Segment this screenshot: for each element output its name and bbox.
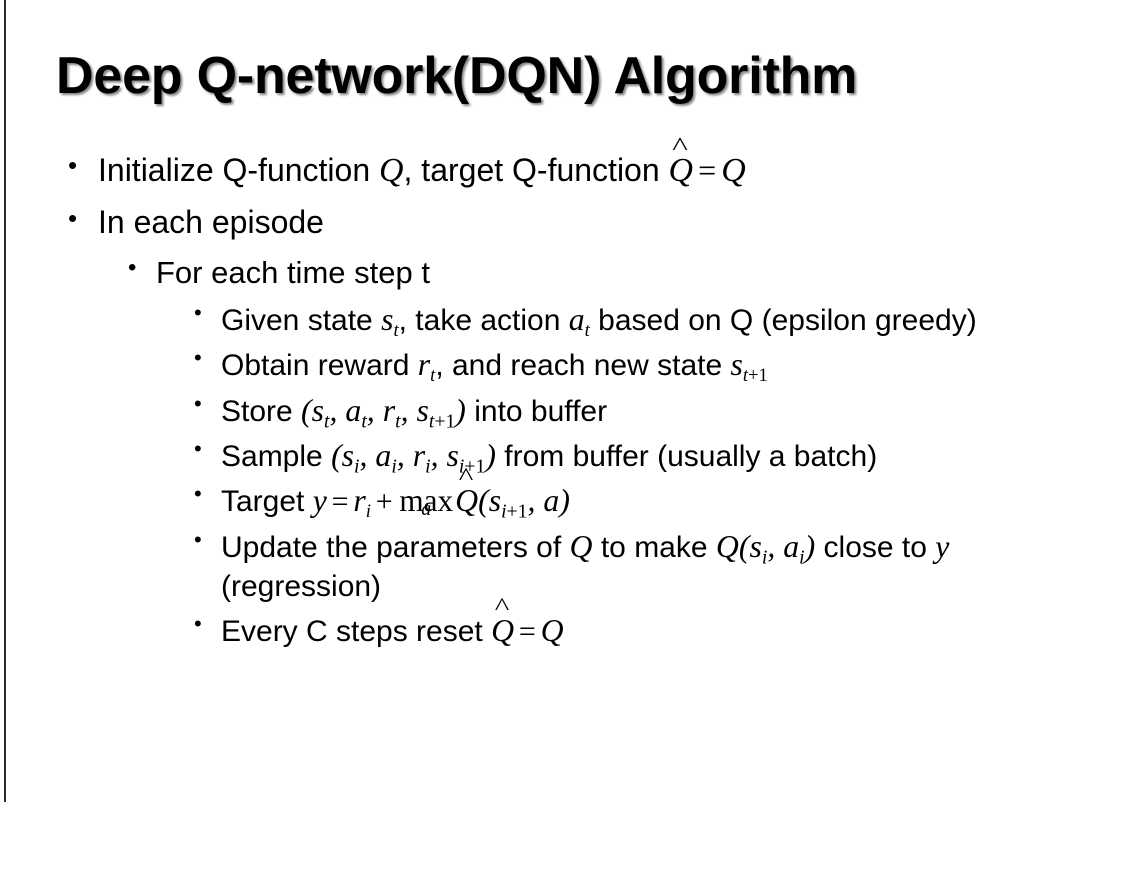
obtain-reward-pre: Obtain reward — [221, 349, 418, 383]
math-q-hat: Q — [491, 610, 514, 651]
given-state-post: based on Q (epsilon greedy) — [589, 303, 977, 337]
bullet-text: Sample (si, ai, ri, si+1) from buffer (u… — [221, 435, 1100, 476]
bullet-marker: • — [68, 150, 78, 180]
bullet-reset-target-network: • Every C steps reset Q=Q — [0, 610, 1124, 651]
math-s: s — [381, 301, 394, 337]
bullet-text: Obtain reward rt, and reach new state st… — [221, 344, 1100, 385]
math-equals: = — [331, 485, 349, 519]
bullet-marker: • — [194, 390, 202, 416]
bullet-update-parameters: • Update the parameters of Q to make Q(s… — [0, 526, 1124, 606]
bullet-marker: • — [194, 526, 202, 552]
bullet-marker: • — [194, 299, 202, 325]
math-qhat-arguments: (si+1, a) — [478, 483, 570, 523]
math-y: y — [312, 483, 327, 519]
bullet-marker: • — [194, 481, 202, 507]
max-label: max — [399, 483, 454, 519]
given-state-mid: , take action — [398, 303, 569, 337]
page-title: Deep Q-network(DQN) Algorithm — [56, 47, 858, 105]
math-q-rhs: Q — [721, 152, 746, 189]
math-q: Q — [540, 613, 564, 649]
bullet-text: Update the parameters of Q to make Q(si,… — [221, 526, 1100, 606]
max-limit-variable: a — [421, 497, 432, 520]
bullet-text: Initialize Q-function Q, target Q-functi… — [98, 148, 1124, 193]
bullet-text: In each episode — [98, 204, 324, 241]
math-q-hat: Q — [455, 480, 478, 521]
bullet-sample-batch: • Sample (si, ai, ri, si+1) from buffer … — [0, 435, 1124, 476]
math-r-i-subscript: i — [365, 501, 371, 523]
bullet-text: Store (st, at, rt, st+1) into buffer — [221, 390, 1100, 431]
math-equals: = — [518, 615, 536, 649]
bullet-text: For each time step t — [156, 254, 430, 290]
bullet-text: Given state st, take action at based on … — [221, 299, 1100, 340]
update-mid1: to make — [592, 530, 716, 564]
slide-body: • Initialize Q-function Q, target Q-func… — [0, 148, 1124, 655]
math-q-arguments: (si, ai) — [738, 528, 816, 569]
bullet-marker: • — [194, 435, 202, 461]
math-r: r — [417, 347, 431, 383]
sample-post: from buffer (usually a batch) — [495, 439, 878, 473]
target-pre: Target — [221, 485, 313, 519]
bullet-text: Every C steps reset Q=Q — [221, 610, 1100, 651]
math-q-params: Q — [569, 528, 593, 564]
math-a: a — [568, 301, 585, 337]
math-q-eval: Q — [715, 528, 739, 564]
math-tuple-t: (st, at, rt, st+1) — [301, 392, 466, 432]
bullet-for-each-time-step: • For each time step t — [0, 252, 1124, 293]
bullet-in-each-episode: • In each episode — [0, 201, 1124, 244]
math-tuple-i: (si, ai, ri, si+1) — [331, 437, 496, 478]
store-post: into buffer — [465, 394, 608, 428]
math-r-subscript: t — [430, 365, 436, 387]
math-y-target: y — [935, 528, 950, 564]
bullet-store-transition: • Store (st, at, rt, st+1) into buffer — [0, 390, 1124, 431]
sample-pre: Sample — [221, 439, 332, 473]
update-post: (regression) — [221, 570, 382, 604]
math-plus: + — [375, 485, 393, 519]
math-r-i: r — [353, 483, 366, 519]
bullet-initialize: • Initialize Q-function Q, target Q-func… — [0, 148, 1124, 193]
update-mid2: close to — [815, 530, 936, 564]
bullet-marker: • — [194, 611, 202, 637]
update-pre: Update the parameters of — [221, 530, 570, 564]
left-edge-rule — [4, 0, 6, 802]
math-a-subscript: t — [584, 319, 590, 341]
bullet-text: Target y=ri+maxaQ(si+1, a) — [221, 480, 1100, 522]
bullet-obtain-reward: • Obtain reward rt, and reach new state … — [0, 344, 1124, 385]
math-s-next-subscript: t+1 — [742, 365, 768, 387]
math-q: Q — [379, 152, 404, 189]
reset-pre: Every C steps reset — [221, 615, 492, 649]
given-state-pre: Given state — [221, 303, 382, 337]
math-s-next: s — [730, 347, 743, 383]
bullet-marker: • — [194, 345, 202, 371]
bullet-marker: • — [68, 203, 78, 234]
store-pre: Store — [221, 394, 302, 428]
bullet-initialize-mid: , target Q-function — [403, 152, 669, 188]
bullet-target-equation: • Target y=ri+maxaQ(si+1, a) — [0, 480, 1124, 522]
bullet-given-state: • Given state st, take action at based o… — [0, 299, 1124, 340]
bullet-marker: • — [128, 253, 137, 281]
math-s-subscript: t — [393, 319, 399, 341]
math-q-hat: Q — [669, 148, 694, 193]
math-equals: = — [698, 152, 717, 188]
obtain-reward-mid: , and reach new state — [435, 349, 731, 383]
bullet-initialize-pre: Initialize Q-function — [98, 152, 380, 188]
